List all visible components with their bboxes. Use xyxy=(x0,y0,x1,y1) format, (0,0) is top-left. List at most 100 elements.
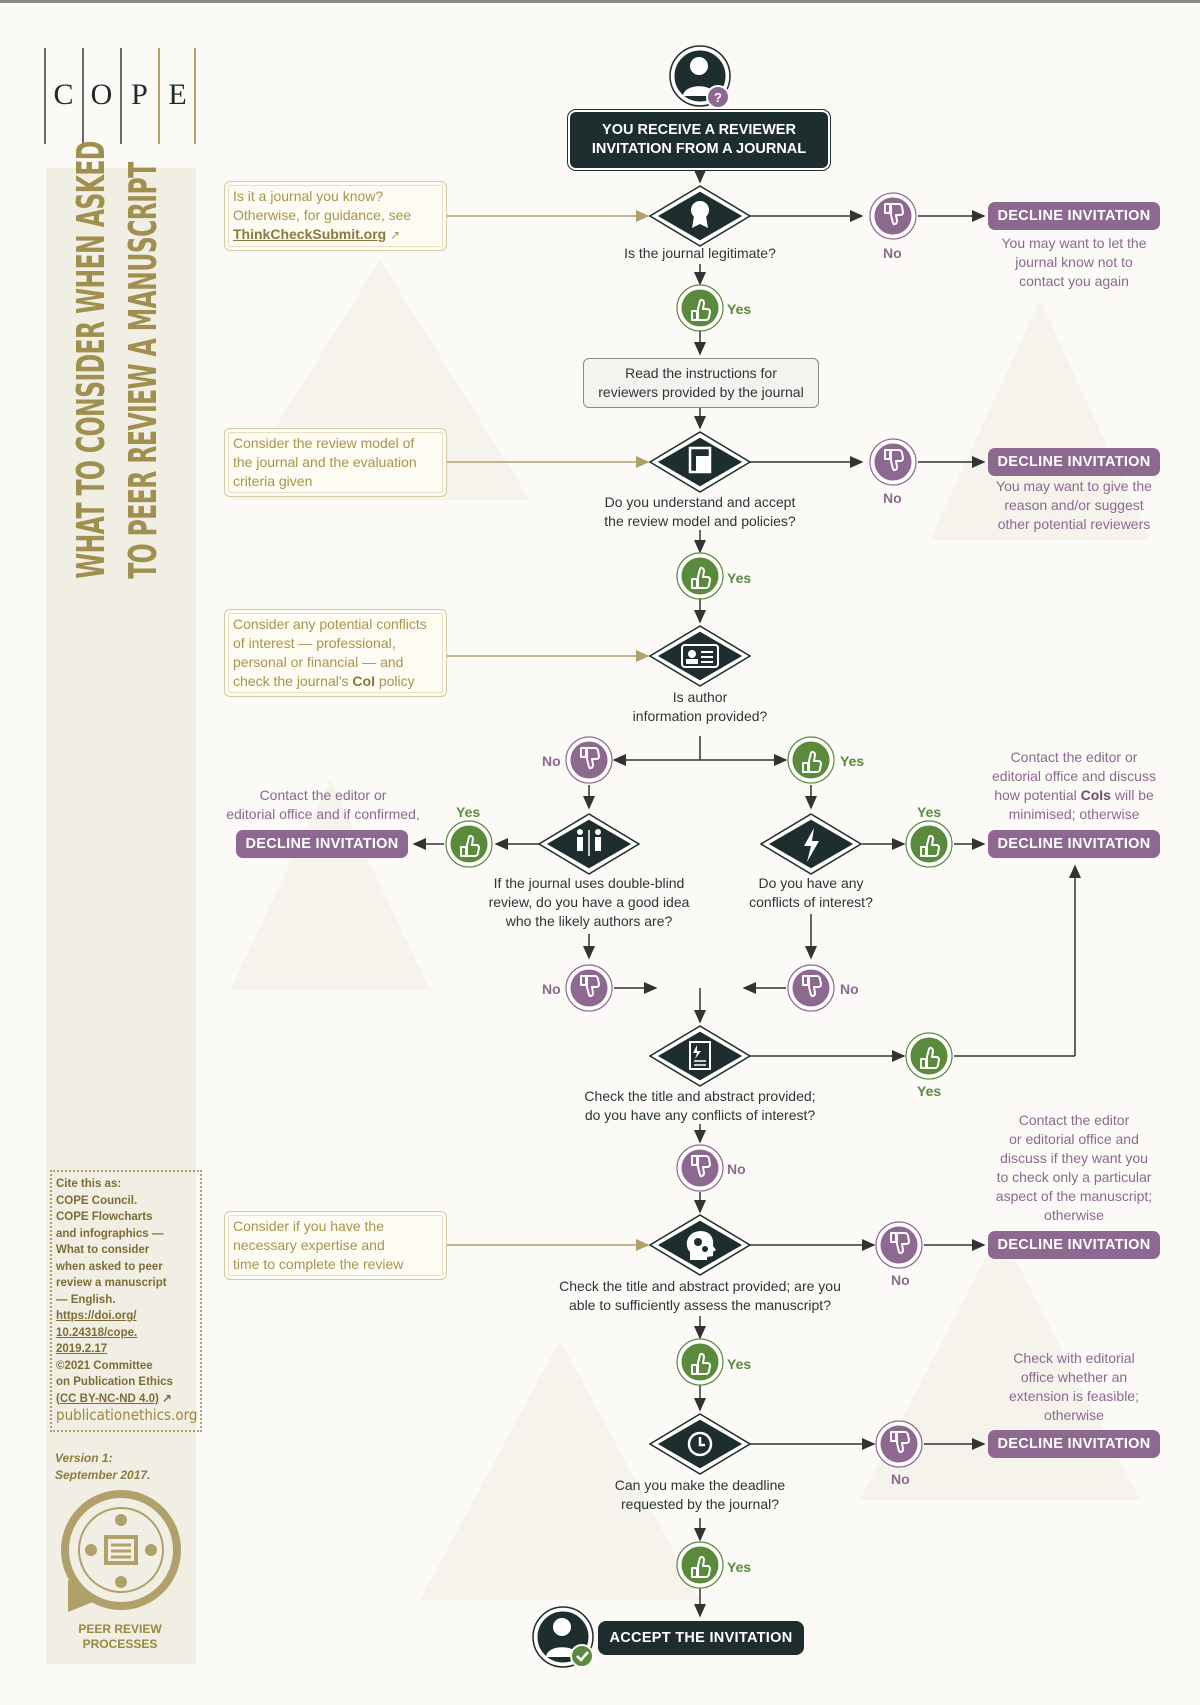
note-line: office whether an xyxy=(1020,1369,1128,1385)
hint-box: Consider the review model of the journal… xyxy=(224,428,447,497)
note-line: reason and/or suggest xyxy=(1004,497,1144,513)
decline-note: Contact the editor or editorial office a… xyxy=(979,748,1169,824)
hint-box: Is it a journal you know? Otherwise, for… xyxy=(224,181,447,251)
external-link-icon: ↗ xyxy=(162,1392,172,1405)
cite-line: when asked to peer xyxy=(56,1260,163,1273)
decline-invitation-button[interactable]: DECLINE INVITATION xyxy=(236,830,408,858)
start-line: INVITATION FROM A JOURNAL xyxy=(591,141,807,157)
decline-note: You may want to let the journal know not… xyxy=(984,234,1164,291)
note-line: You may want to give the xyxy=(996,478,1152,494)
user-question-icon: ? xyxy=(669,45,731,109)
thumbs-down-icon xyxy=(869,192,917,240)
version-line: September 2017. xyxy=(55,1468,151,1482)
note-line: aspect of the manuscript; xyxy=(995,1188,1153,1204)
accept-invitation-button[interactable]: ACCEPT THE INVITATION xyxy=(598,1621,804,1655)
hint-line: the journal and the evaluation xyxy=(233,454,417,470)
hint-text: CoI xyxy=(352,673,375,689)
hint-box: Consider any potential conflicts of inte… xyxy=(224,609,447,697)
note-line: otherwise xyxy=(1044,1407,1104,1423)
thinkchecksubmit-link[interactable]: ThinkCheckSubmit.org xyxy=(233,226,387,242)
thumbs-up-icon xyxy=(905,820,953,868)
hint-box: Consider if you have the necessary exper… xyxy=(224,1211,447,1280)
question-deadline: Can you make the deadline requested by t… xyxy=(590,1476,810,1514)
read-line: reviewers provided by the journal xyxy=(598,384,804,400)
question-legitimate: Is the journal legitimate? xyxy=(624,245,776,261)
yes-label: Yes xyxy=(727,1559,752,1575)
note-line: minimised; otherwise xyxy=(1008,806,1140,822)
no-label: No xyxy=(891,1272,910,1288)
question-line: information provided? xyxy=(632,708,768,724)
question-conflicts: Do you have any conflicts of interest? xyxy=(731,874,891,912)
cite-line: review a manuscript xyxy=(56,1277,167,1289)
question-title-conflicts: Check the title and abstract provided; d… xyxy=(550,1087,850,1125)
cite-line: Cite this as: xyxy=(56,1178,122,1190)
read-instructions-box: Read the instructions for reviewers prov… xyxy=(583,358,819,408)
hint-line: personal or financial — and xyxy=(233,654,404,670)
decline-invitation-button[interactable]: DECLINE INVITATION xyxy=(988,830,1160,858)
question-line: Check the title and abstract provided; xyxy=(584,1088,816,1104)
hint-line: Is it a journal you know? xyxy=(233,188,384,204)
decline-invitation-button[interactable]: DECLINE INVITATION xyxy=(988,1430,1160,1458)
question-review-model: Do you understand and accept the review … xyxy=(570,493,830,531)
copyright-line: on Publication Ethics xyxy=(56,1376,173,1388)
license-link[interactable]: (CC BY-NC-ND 4.0) xyxy=(56,1392,159,1405)
decline-invitation-button[interactable]: DECLINE INVITATION xyxy=(988,448,1160,476)
note-line: contact you again xyxy=(1019,273,1129,289)
question-line: Can you make the deadline xyxy=(614,1477,786,1493)
question-line: the review model and policies? xyxy=(604,513,796,529)
decline-invitation-button[interactable]: DECLINE INVITATION xyxy=(988,1231,1160,1259)
thumbs-up-icon xyxy=(787,736,835,784)
doi-link[interactable]: 2019.2.17 xyxy=(56,1343,108,1355)
question-line: Check the title and abstract provided; a… xyxy=(559,1278,841,1294)
site-link[interactable]: publicationethics.org xyxy=(56,1406,198,1424)
note-line: Contact the editor or xyxy=(1010,749,1138,765)
hint-line: criteria given xyxy=(233,473,313,489)
question-line: do you have any conflicts of interest? xyxy=(584,1107,816,1123)
yes-label: Yes xyxy=(917,1083,942,1099)
badge-label-line: PROCESSES xyxy=(82,1637,158,1651)
decline-invitation-button[interactable]: DECLINE INVITATION xyxy=(988,202,1160,230)
logo-letter: O xyxy=(90,78,114,111)
yes-label: Yes xyxy=(917,804,942,820)
thumbs-down-icon xyxy=(565,736,613,784)
thumbs-down-icon xyxy=(875,1221,923,1269)
note-line: otherwise xyxy=(1044,1207,1104,1223)
hint-text: check the journal's xyxy=(233,673,353,689)
version-line: Version 1: xyxy=(55,1451,113,1465)
no-label: No xyxy=(883,490,902,506)
yes-label: Yes xyxy=(727,570,752,586)
decline-note: Contact the editor or editorial office a… xyxy=(979,1111,1169,1225)
no-label: No xyxy=(840,981,859,997)
note-line: journal know not to xyxy=(1015,254,1133,270)
yes-label: Yes xyxy=(727,1356,752,1372)
doi-link[interactable]: https://doi.org/ xyxy=(56,1310,137,1322)
sidebar-panel xyxy=(46,168,196,1664)
question-line: Do you understand and accept xyxy=(604,494,796,510)
thumbs-down-icon xyxy=(565,964,613,1012)
version-info: Version 1: September 2017. xyxy=(55,1450,150,1484)
thumbs-up-icon xyxy=(676,1541,724,1589)
document-lightning-icon xyxy=(648,1025,752,1087)
start-box: YOU RECEIVE A REVIEWER INVITATION FROM A… xyxy=(570,112,828,168)
doi-link[interactable]: 10.24318/cope. xyxy=(56,1326,138,1339)
hint-line: Consider the review model of xyxy=(233,435,415,451)
cope-logo: C O P E xyxy=(44,48,196,144)
no-label: No xyxy=(542,981,561,997)
question-double-blind: If the journal uses double-blind review,… xyxy=(469,874,709,931)
top-border xyxy=(0,0,1200,3)
yes-label: Yes xyxy=(727,301,752,317)
thumbs-up-icon xyxy=(676,284,724,332)
note-text: will be xyxy=(1110,787,1154,803)
yes-label: Yes xyxy=(456,804,481,820)
logo-letter: P xyxy=(131,78,149,111)
hint-text: policy xyxy=(374,673,415,689)
start-line: YOU RECEIVE A REVIEWER xyxy=(602,122,796,138)
note-line: to check only a particular xyxy=(996,1169,1152,1185)
svg-text:?: ? xyxy=(714,90,722,105)
logo-letter: E xyxy=(168,78,188,111)
hint-line: Consider any potential conflicts xyxy=(233,616,427,632)
thumbs-up-icon xyxy=(676,552,724,600)
note-line: You may want to let the xyxy=(1001,235,1147,251)
